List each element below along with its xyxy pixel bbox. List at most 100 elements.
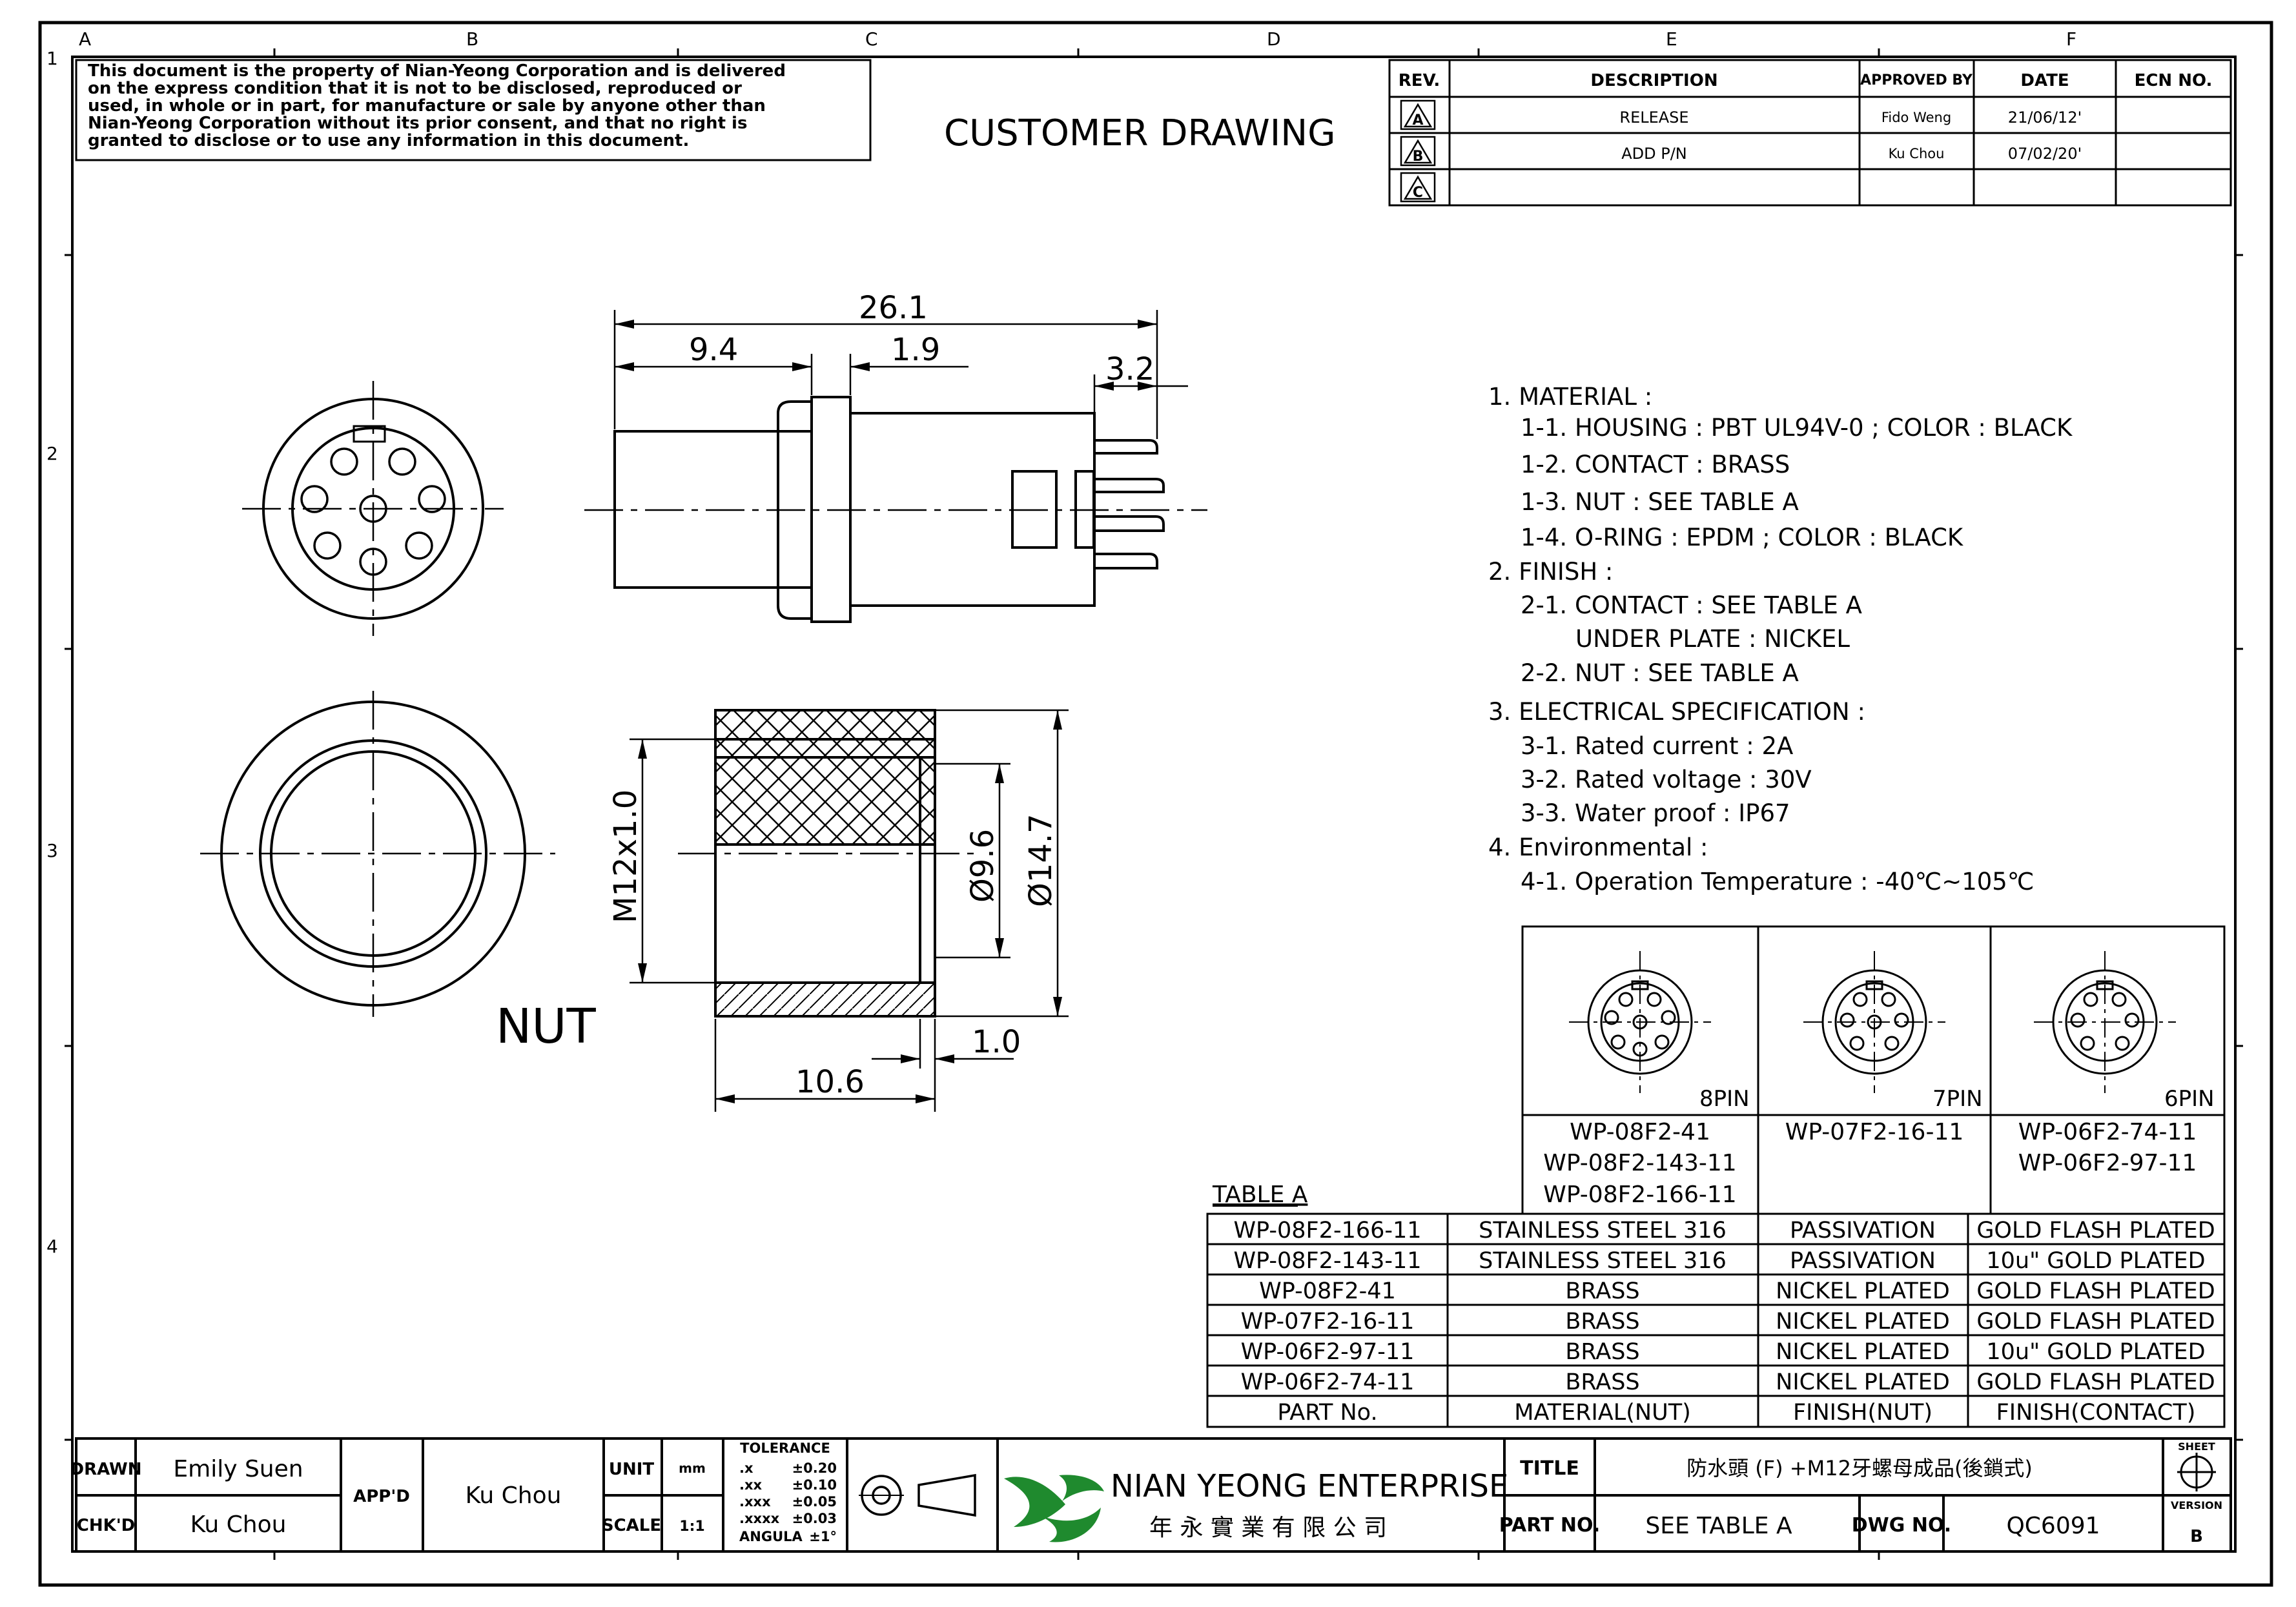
side-dimension-lines xyxy=(613,310,1188,439)
title-block: DRAWN CHK'D APP'D UNIT mm SCALE 1:1 TITL… xyxy=(70,1437,2232,1553)
table-a-cell: WP-06F2-74-11 xyxy=(1241,1369,1415,1395)
tolerance-key: .xxx xyxy=(739,1494,771,1510)
table-a-cell: WP-08F2-143-11 xyxy=(1233,1248,1421,1274)
pinout-8pin-diagram xyxy=(1569,951,1711,1093)
rev-header: REV. xyxy=(1399,71,1440,90)
zone-number: 3 xyxy=(46,840,58,861)
table-a-cell: GOLD FLASH PLATED xyxy=(1976,1278,2215,1304)
property-notice: This document is the property of Nian-Ye… xyxy=(75,59,872,161)
table-a-cell: BRASS xyxy=(1565,1278,1639,1304)
spec-line: UNDER PLATE : NICKEL xyxy=(1575,625,1850,653)
table-a-cell: BRASS xyxy=(1565,1309,1639,1335)
zone-letter: B xyxy=(466,28,478,50)
title-label: TITLE xyxy=(1520,1457,1579,1480)
table-a-header: FINISH(CONTACT) xyxy=(1996,1400,2196,1426)
zone-number: 2 xyxy=(46,443,58,464)
checked-by: Ku Chou xyxy=(190,1511,287,1538)
notice-line: granted to disclose or to use any inform… xyxy=(88,131,689,150)
table-a-cell: PASSIVATION xyxy=(1790,1218,1936,1244)
pinout-table: 8PIN 7PIN 6PIN WP-08F2-41 WP-08F2-143-11… xyxy=(1521,925,2226,1215)
table-a-cell: STAINLESS STEEL 316 xyxy=(1479,1218,1727,1244)
drawn-label: DRAWN xyxy=(70,1460,142,1479)
dim-body-length: 9.4 xyxy=(689,332,738,368)
spec-line: 4-1. Operation Temperature : -40℃~105℃ xyxy=(1521,868,2034,896)
tolerance-key: ANGULA xyxy=(739,1529,803,1544)
tolerance-key: .x xyxy=(739,1460,753,1476)
table-a-cell: WP-08F2-166-11 xyxy=(1233,1218,1421,1244)
company-name-cn: 年 永 實 業 有 限 公 司 xyxy=(1149,1515,1387,1541)
connector-front-view xyxy=(242,381,504,636)
unit-label: UNIT xyxy=(609,1460,655,1479)
zone-ticks xyxy=(65,48,2243,1560)
side-dimension-arrows xyxy=(615,320,1157,391)
pinout-part: WP-07F2-16-11 xyxy=(1785,1119,1964,1145)
table-a-cell: STAINLESS STEEL 316 xyxy=(1479,1248,1727,1274)
spec-line: 3. ELECTRICAL SPECIFICATION : xyxy=(1488,698,1865,726)
table-a-cell: GOLD FLASH PLATED xyxy=(1976,1309,2215,1335)
partno-label: PART NO. xyxy=(1499,1514,1600,1537)
table-a-title: TABLE A xyxy=(1212,1182,1308,1208)
scale-label: SCALE xyxy=(602,1516,661,1535)
zone-letter: C xyxy=(865,28,878,50)
pinout-part: WP-06F2-74-11 xyxy=(2018,1119,2197,1145)
spec-line: 1-2. CONTACT : BRASS xyxy=(1521,451,1790,478)
zone-letter: A xyxy=(79,28,91,50)
zone-letter: F xyxy=(2066,28,2076,50)
spec-line: 1. MATERIAL : xyxy=(1488,383,1652,411)
sheet-label: SHEET xyxy=(2178,1440,2215,1453)
spec-line: 4. Environmental : xyxy=(1488,834,1708,861)
zone-number: 1 xyxy=(46,48,58,69)
table-a-cell: NICKEL PLATED xyxy=(1776,1309,1950,1335)
nut-dimension-lines xyxy=(630,709,1069,1112)
table-a-header: PART No. xyxy=(1277,1400,1377,1426)
pinout-part: WP-06F2-97-11 xyxy=(2018,1150,2197,1176)
table-a-cell: PASSIVATION xyxy=(1790,1248,1936,1274)
rev-approved: Ku Chou xyxy=(1889,146,1945,161)
dim-pin-length: 3.2 xyxy=(1105,351,1154,387)
zone-letters: A B C D E F 1 2 3 4 xyxy=(46,28,2076,1257)
spec-notes: 1. MATERIAL : 1-1. HOUSING : PBT UL94V-0… xyxy=(1488,383,2073,896)
notice-line: on the express condition that it is not … xyxy=(88,79,742,98)
rev-date: 21/06/12' xyxy=(2008,108,2082,127)
table-a-cell: BRASS xyxy=(1565,1369,1639,1395)
table-a-cell: BRASS xyxy=(1565,1339,1639,1365)
company-logo-icon xyxy=(1004,1475,1104,1542)
dwgno-label: DWG NO. xyxy=(1852,1514,1951,1537)
rev-header: APPROVED BY xyxy=(1860,72,1973,88)
spec-line: 3-1. Rated current : 2A xyxy=(1521,732,1793,760)
rev-letter: A xyxy=(1412,112,1423,128)
spec-line: 3-2. Rated voltage : 30V xyxy=(1521,766,1812,793)
tolerance-title: TOLERANCE xyxy=(740,1440,830,1456)
rev-description: RELEASE xyxy=(1619,108,1688,127)
version-label: VERSION xyxy=(2171,1499,2222,1511)
spec-line: 1-3. NUT : SEE TABLE A xyxy=(1521,488,1799,516)
nut-front-view xyxy=(200,691,555,1017)
tolerance-key: .xxxx xyxy=(739,1511,780,1526)
drawing-title: CUSTOMER DRAWING xyxy=(944,112,1336,154)
dim-thread: M12x1.0 xyxy=(608,790,644,923)
zone-number: 4 xyxy=(46,1236,58,1257)
unit-value: mm xyxy=(679,1460,706,1476)
tolerance-value: ±0.20 xyxy=(792,1460,837,1476)
drawing-number: QC6091 xyxy=(2006,1513,2100,1539)
pinout-part: WP-08F2-41 xyxy=(1570,1119,1710,1145)
notice-line: used, in whole or in part, for manufactu… xyxy=(88,96,766,116)
nut-dimension-arrows xyxy=(638,710,1062,1103)
spec-line: 2. FINISH : xyxy=(1488,558,1613,586)
pinout-6pin-diagram xyxy=(2034,951,2176,1093)
table-a-header: MATERIAL(NUT) xyxy=(1514,1400,1691,1426)
scale-value: 1:1 xyxy=(679,1519,704,1535)
table-a-cell: NICKEL PLATED xyxy=(1776,1369,1950,1395)
part-title: 防水頭 (F) +M12牙螺母成品(後鎖式) xyxy=(1686,1456,2033,1480)
rev-header: DESCRIPTION xyxy=(1590,71,1717,90)
rev-date: 07/02/20' xyxy=(2008,145,2082,163)
pinout-label: 8PIN xyxy=(1699,1086,1750,1112)
pinout-label: 7PIN xyxy=(1932,1086,1983,1112)
revision-table: REV. DESCRIPTION APPROVED BY DATE ECN NO… xyxy=(1388,59,2232,207)
drawn-by: Emily Suen xyxy=(173,1456,303,1482)
table-a-header: FINISH(NUT) xyxy=(1793,1400,1932,1426)
table-a-cell: 10u" GOLD PLATED xyxy=(1986,1248,2205,1274)
spec-line: 2-1. CONTACT : SEE TABLE A xyxy=(1521,591,1862,619)
approved-by: Ku Chou xyxy=(466,1482,562,1509)
